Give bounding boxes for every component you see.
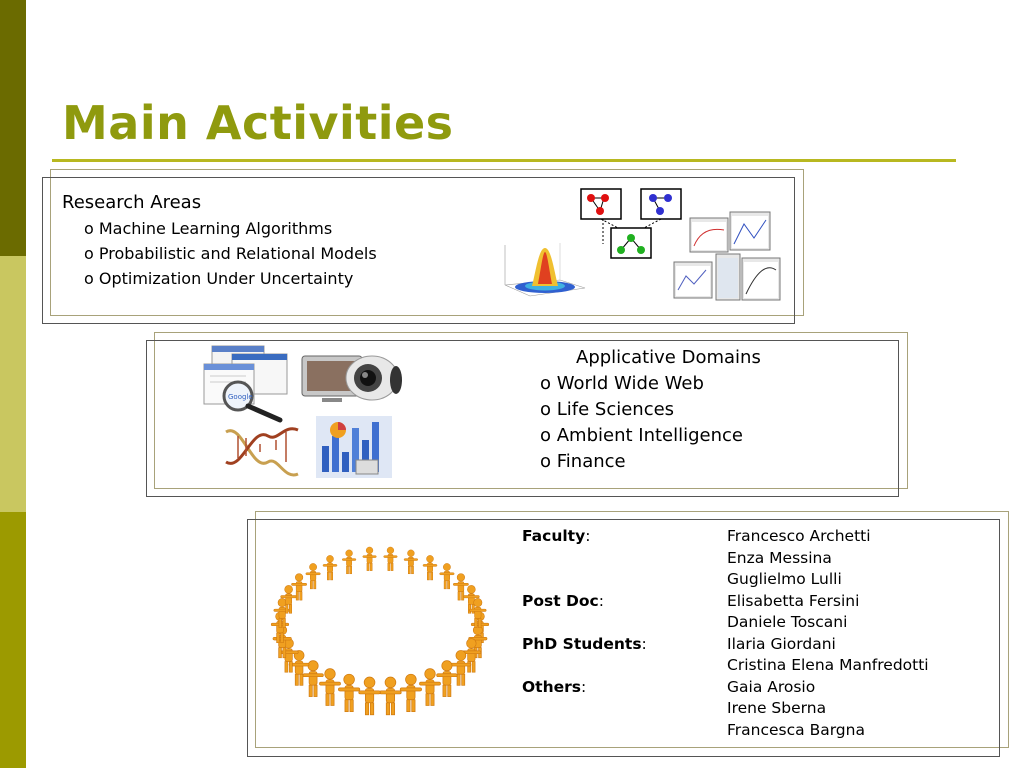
side-band-middle: [0, 256, 26, 512]
applicative-domains-list: Applicative Domains o World Wide Web o L…: [540, 345, 761, 475]
people-row: PhD Students: Ilaria Giordani: [522, 634, 929, 656]
research-areas-list: Research Areas o Machine Learning Algori…: [62, 190, 377, 291]
person-figure: [305, 563, 321, 590]
person-figure: [403, 549, 418, 575]
person-name: Francesco Archetti: [727, 527, 871, 545]
person-figure: [319, 668, 341, 706]
person-figure: [338, 673, 361, 713]
search-browser-icon: Google: [203, 345, 288, 423]
role-label: Post Doc:: [522, 591, 604, 610]
person-figure: [439, 563, 455, 590]
research-box: [42, 177, 795, 324]
person-figure: [469, 598, 487, 628]
person-figure: [436, 660, 458, 697]
chart-windows-icon: [673, 211, 781, 301]
person-figure: [362, 546, 377, 571]
list-item: o Life Sciences: [540, 399, 675, 420]
role-label: Others:: [522, 677, 587, 696]
slide-title: Main Activities: [62, 96, 454, 150]
people-row: Faculty: Francesco Archetti: [522, 526, 929, 548]
list-item: o Ambient Intelligence: [540, 425, 744, 446]
list-item: o Probabilistic and Relational Models: [84, 244, 377, 263]
side-band-bottom: [0, 512, 26, 768]
people-list: Faculty: Francesco Archetti Enza Messina…: [522, 526, 929, 741]
finance-chart-icon: [316, 416, 392, 478]
person-figure: [342, 549, 357, 575]
person-figure: [422, 555, 438, 581]
list-item: o Optimization Under Uncertainty: [84, 269, 354, 288]
list-item: o Machine Learning Algorithms: [84, 219, 333, 238]
role-label: Faculty:: [522, 527, 591, 545]
person-figure: [419, 668, 441, 706]
domains-box: [146, 340, 899, 497]
person-name: Irene Sberna: [727, 699, 827, 717]
person-figure: [453, 573, 469, 601]
research-areas-heading: Research Areas: [62, 192, 202, 213]
graph-network-icon: [580, 188, 682, 259]
applicative-domains-heading: Applicative Domains: [576, 347, 761, 368]
person-figure: [383, 546, 398, 571]
security-camera-icon: [301, 355, 402, 402]
person-figure: [358, 676, 381, 716]
person-figure: [399, 673, 422, 713]
person-name: Daniele Toscani: [727, 613, 848, 631]
person-figure: [379, 676, 402, 716]
research-box-shadow: [50, 169, 804, 316]
people-row: Post Doc: Elisabetta Fersini: [522, 591, 929, 613]
svg-text:Google: Google: [228, 393, 253, 401]
person-figure: [461, 638, 482, 673]
person-name: Cristina Elena Manfredotti: [727, 656, 929, 674]
person-figure: [302, 660, 324, 697]
list-item: o Finance: [540, 451, 626, 472]
person-name: Elisabetta Fersini: [727, 591, 860, 610]
people-row: Others: Gaia Arosio: [522, 677, 929, 699]
people-box: [247, 519, 1000, 757]
person-name: Ilaria Giordani: [727, 634, 836, 653]
role-label: PhD Students:: [522, 634, 647, 653]
gaussian-surface-icon: [504, 243, 586, 297]
domains-box-shadow: [154, 332, 908, 489]
side-band-top: [0, 0, 26, 256]
list-item: o World Wide Web: [540, 373, 704, 394]
person-name: Gaia Arosio: [727, 677, 816, 696]
person-figure: [450, 650, 472, 686]
dna-helix-icon: [225, 427, 299, 477]
person-figure: [322, 555, 338, 581]
person-name: Francesca Bargna: [727, 720, 865, 739]
person-name: Guglielmo Lulli: [727, 570, 842, 588]
people-circle-icon: [270, 546, 490, 716]
person-figure: [291, 573, 307, 601]
title-underline: [52, 159, 956, 162]
person-name: Enza Messina: [727, 548, 832, 567]
people-box-shadow: [255, 511, 1009, 748]
